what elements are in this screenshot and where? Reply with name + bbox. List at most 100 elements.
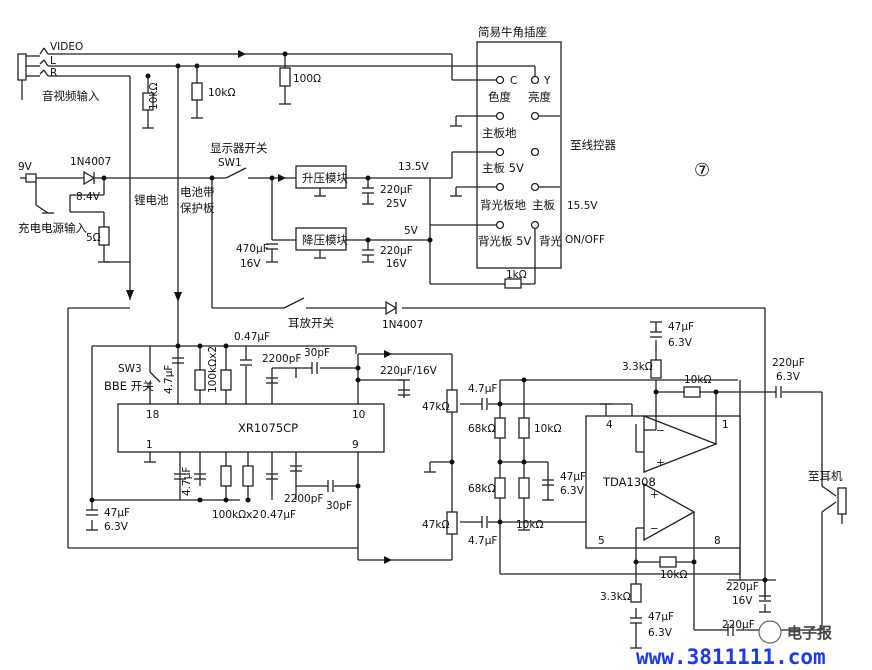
- label-av-input: 音视频输入: [42, 89, 100, 103]
- label-r100: 100Ω: [293, 73, 321, 85]
- label-c220-b-v: 16V: [386, 258, 407, 270]
- label-r10k-a: 10kΩ: [148, 83, 160, 110]
- socket-title: 简易牛角插座: [478, 25, 547, 39]
- label-c47u: 47μF: [104, 507, 130, 519]
- label-c47u-d: 47μF: [648, 611, 674, 623]
- opamp1-plus: +: [656, 457, 665, 469]
- label-r100k2-b: 100kΩx2: [212, 509, 259, 521]
- ic1-pin10: 10: [352, 409, 365, 421]
- ic1-name: XR1075CP: [238, 421, 298, 435]
- label-display-switch: 显示器开关: [210, 141, 268, 155]
- label-c47d: 4.7μF: [468, 535, 497, 547]
- label-c47-a: 4.7μF: [163, 365, 175, 394]
- label-c47-b: 4.7μF: [181, 467, 193, 496]
- label-r33k-a: 3.3kΩ: [622, 361, 653, 373]
- label-r10k-d: 10kΩ: [516, 519, 543, 531]
- label-d1: 1N4007: [70, 156, 111, 168]
- label-protect-2: 保护板: [180, 201, 215, 215]
- label-5v: 5V: [404, 225, 419, 237]
- label-c220-a: 220μF: [380, 184, 413, 196]
- label-sw3: SW3: [118, 363, 142, 375]
- label-protect-1: 电池带: [180, 185, 215, 199]
- label-8v4: 8.4V: [76, 191, 101, 203]
- wechat-logo-icon: [758, 620, 782, 644]
- label-r33k-b: 3.3kΩ: [600, 591, 631, 603]
- label-r1k: 1kΩ: [506, 269, 527, 281]
- horn-socket-block: 简易牛角插座 C Y 色度 亮度 主板地 主板 5V 背光板地 主板 背光板 5…: [476, 25, 616, 269]
- pin-c: C: [510, 75, 517, 87]
- label-bl-5v: 背光板 5V: [478, 234, 531, 248]
- labels: VIDEO L R 音视频输入 10kΩ 10kΩ 100Ω 9V 1N4007…: [18, 41, 843, 639]
- ic1-pin1: 1: [146, 439, 153, 451]
- label-bbe: BBE 开关: [104, 379, 154, 393]
- buck-module: 降压模块: [302, 233, 348, 247]
- label-c47u-v: 6.3V: [104, 521, 129, 533]
- label-c2200-a: 2200pF: [262, 353, 301, 365]
- label-ear-switch: 耳放开关: [288, 316, 334, 330]
- label-video: VIDEO: [50, 41, 83, 53]
- ic2-pin5: 5: [598, 535, 605, 547]
- label-c470-v: 16V: [240, 258, 261, 270]
- ic2-pin8: 8: [714, 535, 721, 547]
- label-c30-b: 30pF: [326, 500, 352, 512]
- label-13v5: 13.5V: [398, 161, 429, 173]
- resistors: [98, 67, 701, 603]
- label-c47u-dv: 6.3V: [648, 627, 673, 639]
- modules: 升压模块 降压模块: [83, 165, 398, 316]
- label-c47u-bv: 6.3V: [560, 485, 585, 497]
- label-r68a: 68kΩ: [468, 423, 495, 435]
- label-sw1: SW1: [218, 157, 242, 169]
- pin-y: Y: [543, 75, 551, 87]
- label-mb-gnd: 主板地: [482, 126, 517, 140]
- ic1-pin18: 18: [146, 409, 159, 421]
- label-r: R: [50, 67, 57, 79]
- label-headphone: 至耳机: [808, 469, 843, 483]
- label-9v: 9V: [18, 161, 33, 173]
- label-li-battery: 锂电池: [134, 193, 169, 207]
- label-c220-a-v: 25V: [386, 198, 407, 210]
- label-to-controller: 至线控器: [570, 138, 616, 152]
- label-c2200-b: 2200pF: [284, 493, 323, 505]
- label-onoff: ON/OFF: [565, 234, 605, 246]
- label-pot1: 47kΩ: [422, 401, 449, 413]
- opamp1-minus: −: [656, 425, 665, 437]
- label-r5: 5Ω: [86, 232, 101, 244]
- opamp2-plus: +: [650, 489, 659, 501]
- label-c220-last: 220μF: [722, 619, 755, 631]
- capacitors: [86, 187, 782, 640]
- brand-name: 电子报: [787, 624, 832, 642]
- label-d2: 1N4007: [382, 319, 423, 331]
- label-c220-16c: 220μF: [726, 581, 759, 593]
- label-r100k2-a: 100kΩx2: [207, 346, 219, 393]
- label-l: L: [50, 55, 56, 67]
- label-c47u-cv: 6.3V: [668, 337, 693, 349]
- label-r10k-f: 10kΩ: [660, 569, 687, 581]
- label-r10k-c: 10kΩ: [534, 423, 561, 435]
- label-c220-16cv: 16V: [732, 595, 753, 607]
- boost-module: 升压模块: [302, 171, 348, 185]
- label-pot2: 47kΩ: [422, 519, 449, 531]
- label-r10k-b: 10kΩ: [208, 87, 235, 99]
- label-c47u-c: 47μF: [668, 321, 694, 333]
- arrows: [126, 50, 392, 564]
- ic2-pin1: 1: [722, 419, 729, 431]
- ic1-pin9: 9: [352, 439, 359, 451]
- label-c047-b: 0.47μF: [260, 509, 296, 521]
- label-c470: 470μF: [236, 243, 269, 255]
- site-url: www.3811111.com: [636, 645, 826, 669]
- junction-dots: [89, 51, 768, 583]
- label-bl-gnd: 背光板地: [480, 198, 526, 212]
- figure-number: ⑦: [694, 160, 710, 181]
- label-c220-63v: 6.3V: [776, 371, 801, 383]
- opamp2-minus: −: [650, 523, 659, 535]
- label-r68b: 68kΩ: [468, 483, 495, 495]
- label-chroma: 色度: [488, 90, 511, 104]
- label-r10k-e: 10kΩ: [684, 374, 711, 386]
- label-c47u-b: 47μF: [560, 471, 586, 483]
- label-c220-16b: 220μF/16V: [380, 365, 438, 377]
- label-backlight: 背光: [539, 234, 562, 248]
- label-c047-a: 0.47μF: [234, 331, 270, 343]
- label-mb-5v: 主板 5V: [482, 161, 524, 175]
- label-15v5: 15.5V: [567, 200, 598, 212]
